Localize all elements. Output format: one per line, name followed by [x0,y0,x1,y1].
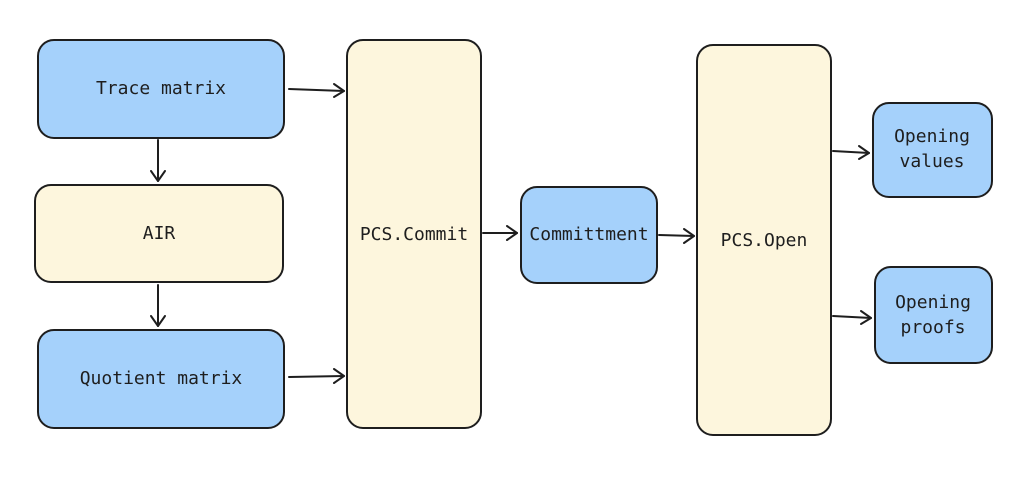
node-pcs-commit: PCS.Commit [346,39,482,429]
node-opening-proofs: Opening proofs [874,266,993,364]
node-committment-label: Committment [529,224,648,245]
node-trace-matrix: Trace matrix [37,39,285,139]
node-trace-matrix-label: Trace matrix [96,78,226,99]
node-pcs-open-label: PCS.Open [721,230,808,251]
arrow-committment-to-open [658,228,695,244]
node-opening-proofs-line2: proofs [900,317,965,338]
node-opening-values-line1: Opening [894,126,970,147]
arrow-open-to-opening-proofs [832,310,872,325]
arrow-quotient-to-commit [288,368,345,384]
node-air: AIR [34,184,284,283]
arrow-trace-to-air [150,139,166,182]
arrow-open-to-opening-values [832,145,870,160]
node-pcs-open: PCS.Open [696,44,832,436]
node-quotient-matrix: Quotient matrix [37,329,285,429]
node-opening-proofs-line1: Opening [895,292,971,313]
arrow-commit-to-committment [482,225,518,241]
node-opening-values-line2: values [899,151,964,172]
node-pcs-commit-label: PCS.Commit [360,224,468,245]
arrow-air-to-quotient [150,284,166,327]
node-air-label: AIR [143,223,176,244]
node-opening-values: Opening values [872,102,993,198]
node-quotient-matrix-label: Quotient matrix [80,368,243,389]
node-committment: Committment [520,186,658,284]
arrow-trace-to-commit [288,83,345,98]
